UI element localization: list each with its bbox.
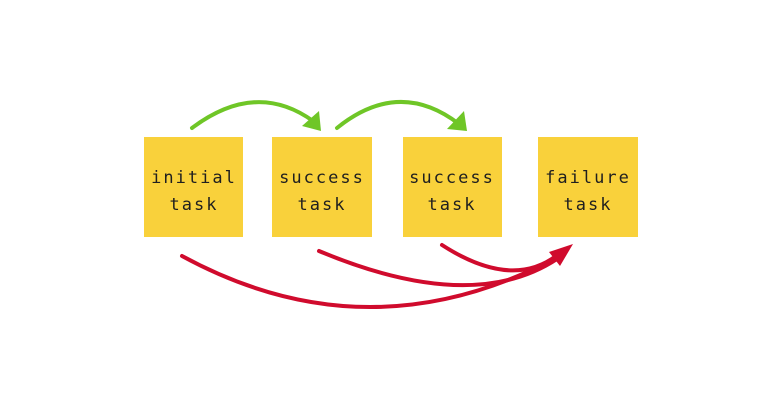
node-success-task-1-label-line1: success <box>279 168 365 188</box>
node-failure-task-label-line1: failure <box>545 168 631 188</box>
failure-arrowhead-icon <box>549 244 573 266</box>
node-success-task-2-box <box>403 137 502 237</box>
node-failure-task: failure task <box>538 137 638 237</box>
node-failure-task-box <box>538 137 638 237</box>
failure-edges <box>180 243 573 309</box>
node-success-task-1-box <box>272 137 372 237</box>
success-arrow-success1-to-success2 <box>335 99 461 130</box>
node-success-task-2-label-line1: success <box>409 168 495 188</box>
success-arrow-initial-to-success1 <box>190 100 315 130</box>
failure-arrow-from-success2 <box>440 243 563 273</box>
node-initial-task-label-line1: initial <box>151 168 237 188</box>
failure-arrow-from-success1 <box>317 249 559 288</box>
node-success-task-2-label-line2: task <box>428 195 477 215</box>
success-arrowhead-2-icon <box>447 111 467 131</box>
success-arrowhead-1-icon <box>302 111 321 131</box>
node-initial-task-box <box>144 137 243 237</box>
node-failure-task-label-line2: task <box>564 195 613 215</box>
node-success-task-2: success task <box>403 137 502 237</box>
success-edges <box>190 99 467 131</box>
node-success-task-1-label-line2: task <box>298 195 347 215</box>
node-initial-task-label-line2: task <box>170 195 219 215</box>
node-success-task-1: success task <box>272 137 372 237</box>
node-initial-task: initial task <box>144 137 243 237</box>
